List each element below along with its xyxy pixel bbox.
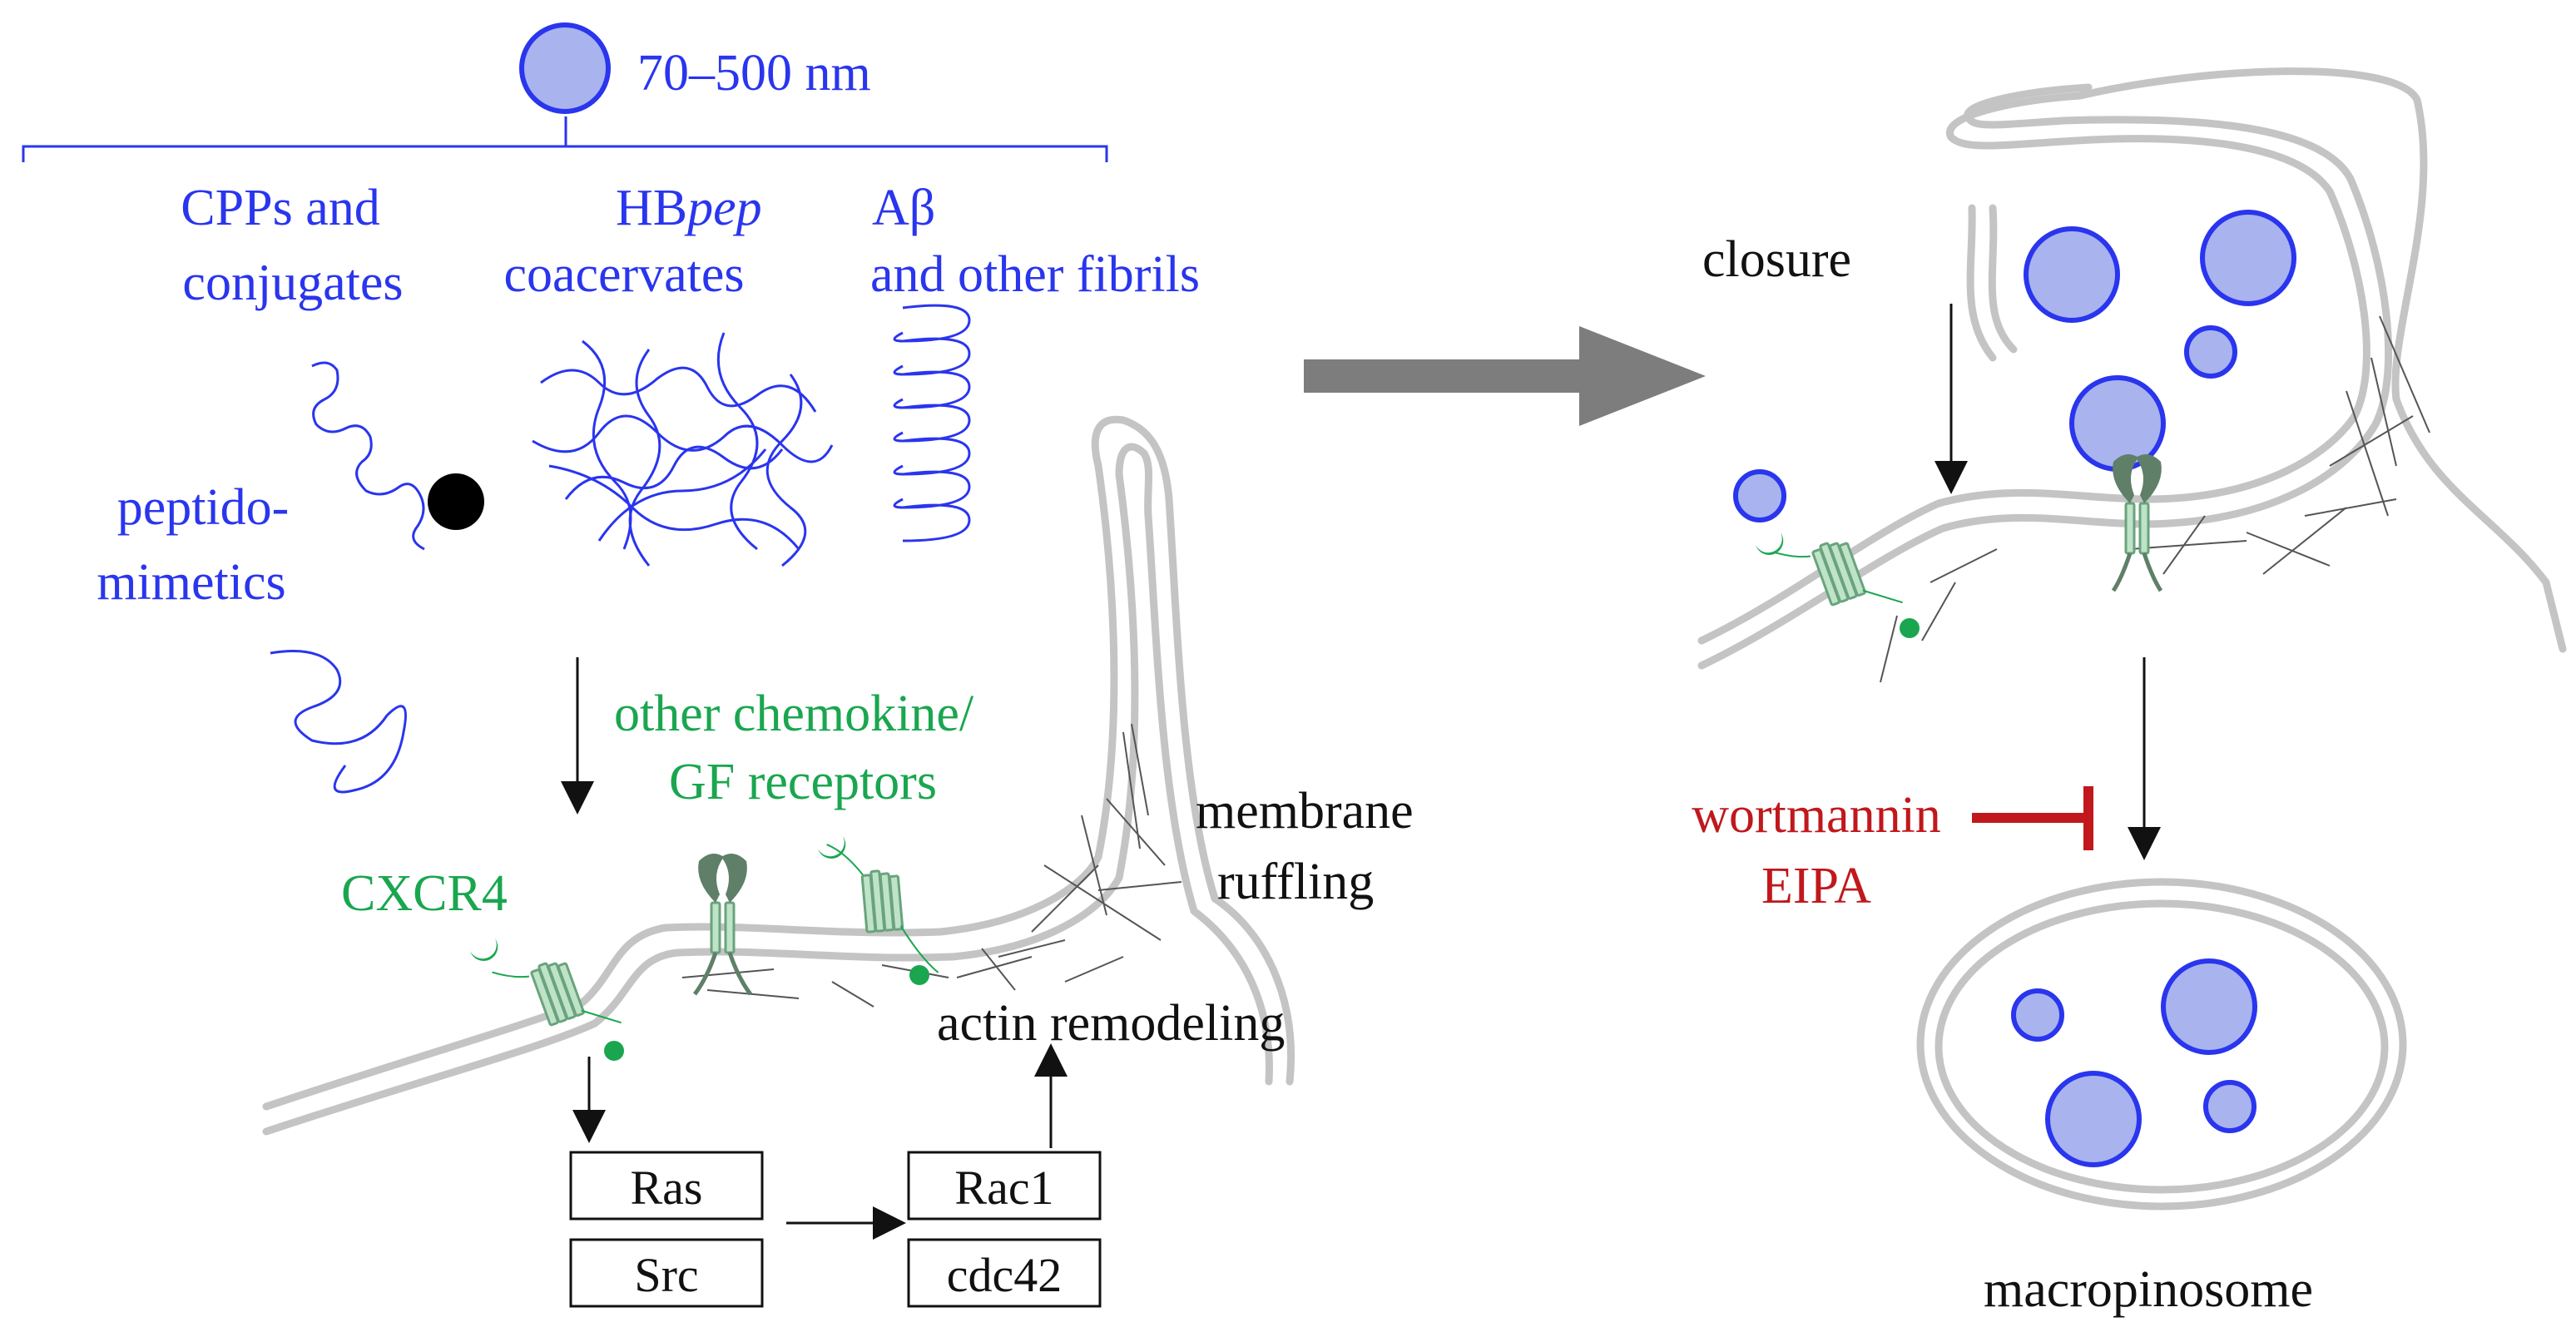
size-bracket [22, 116, 1108, 162]
other-receptors-label-line1: other chemokine/ [614, 686, 974, 742]
cxcr4-receptor-icon [492, 962, 622, 1027]
hbpep-label-line1: HBpep [616, 180, 762, 236]
cxcr4-effector-dot-icon [604, 1041, 624, 1061]
macropinosome-particle-icon [2161, 958, 2257, 1055]
macropinosome-particle-icon [2203, 1080, 2256, 1133]
peptidomimetics-label-line1: peptido- [117, 479, 290, 536]
cdc42-box: cdc42 [907, 1238, 1102, 1308]
abeta-label-line2: and other fibrils [870, 246, 1200, 303]
t-bar-inhibition-icon [1972, 786, 2093, 850]
internalized-particle-icon [2200, 210, 2296, 306]
cxcr4-label: CXCR4 [341, 865, 508, 922]
cpp-squiggle-icon [311, 361, 425, 551]
ras-label: Ras [631, 1161, 703, 1215]
internalized-particle-icon [2024, 226, 2120, 323]
abeta-label-line1: Aβ [872, 180, 935, 236]
receptor-effector-dot-icon [909, 965, 929, 985]
macropinosome-particle-icon [2011, 988, 2064, 1042]
nanoparticle-circle-icon [519, 22, 611, 114]
inhibitor-label-line2: EIPA [1761, 858, 1871, 914]
rac1-box: Rac1 [907, 1151, 1102, 1221]
ras-box: Ras [569, 1151, 764, 1221]
cpps-label-line2: conjugates [182, 255, 403, 311]
src-box: Src [569, 1238, 764, 1308]
macropinosome-particle-icon [2045, 1071, 2142, 1167]
macropinosome-label: macropinosome [1984, 1261, 2313, 1318]
size-range-label: 70–500 nm [637, 45, 871, 102]
cpps-label-line1: CPPs and [181, 180, 379, 236]
peptidomimetic-squiggle-icon [270, 650, 407, 794]
membrane-ruffling-label-line2: ruffling [1217, 854, 1374, 910]
cxcr4-receptor-closure-icon [1773, 542, 1903, 607]
actin-remodeling-label: actin remodeling [937, 995, 1285, 1052]
coacervate-tangle-icon [532, 332, 834, 567]
plasma-membrane-closure [1697, 67, 2567, 670]
conjugate-ball-icon [428, 473, 484, 530]
inhibitor-label-line1: wortmannin [1692, 787, 1941, 844]
internalized-particle-icon [2184, 325, 2237, 379]
macropinosome-vesicle [1916, 878, 2407, 1211]
closure-label: closure [1702, 231, 1851, 288]
cxcr4-ligand-cup-icon [470, 938, 498, 961]
binding-particle-icon [1733, 469, 1786, 522]
other-receptors-label-line2: GF receptors [669, 754, 937, 810]
right-arrow-icon [1304, 326, 1706, 426]
growth-factor-receptor-dimer-icon [692, 854, 753, 996]
growth-factor-receptor-closure-icon [2111, 454, 2163, 592]
hbpep-label-line2: coacervates [503, 246, 744, 303]
membrane-ruffling-label-line1: membrane [1196, 783, 1414, 839]
closure-ligand-cup-icon [1756, 532, 1784, 555]
peptidomimetics-label-line2: mimetics [97, 554, 285, 611]
src-label: Src [634, 1248, 698, 1302]
closure-effector-dot-icon [1900, 618, 1920, 638]
other-chemokine-receptor-icon [826, 844, 939, 973]
cdc42-label: cdc42 [947, 1248, 1063, 1302]
amyloid-fibril-coil-icon [893, 304, 971, 542]
rac1-label: Rac1 [954, 1161, 1053, 1215]
